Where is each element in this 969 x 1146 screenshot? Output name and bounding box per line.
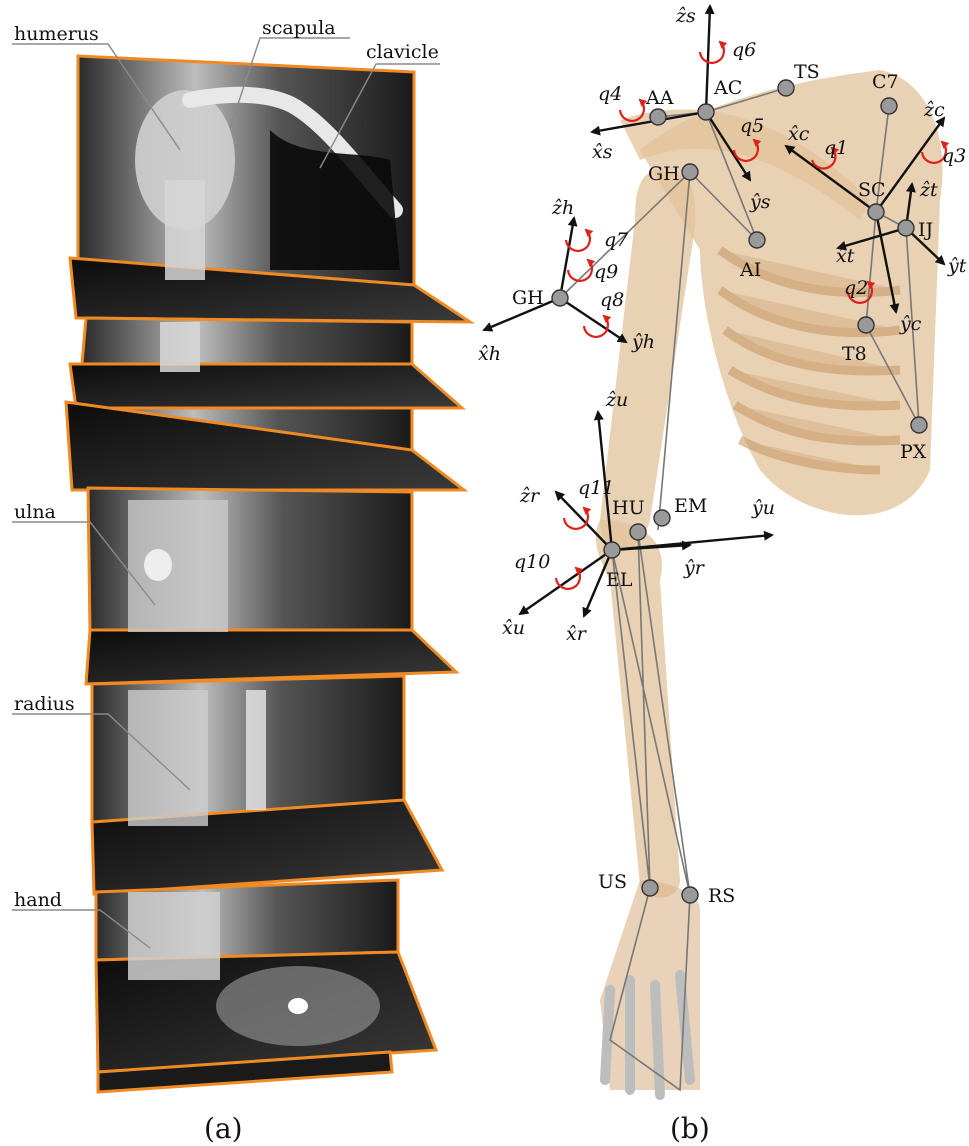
axis-yt: ŷt	[947, 255, 967, 277]
marker-RS	[682, 887, 698, 903]
label-q5: q5	[740, 115, 764, 137]
label-GH: GH	[512, 287, 544, 309]
label-GH-top: GH	[648, 163, 680, 185]
axis-zh: ẑh	[551, 197, 574, 219]
marker-EM	[654, 510, 670, 526]
label-HU: HU	[612, 497, 645, 519]
label-q8: q8	[600, 289, 624, 311]
label-EM: EM	[674, 495, 707, 517]
mri-slab-mid-arm	[66, 402, 464, 490]
label-q1: q1	[824, 137, 848, 159]
axis-xt: x̂t	[836, 245, 855, 267]
mri-slab-upper-arm	[70, 318, 462, 408]
marker-GH-top	[682, 164, 698, 180]
label-q11: q11	[578, 477, 614, 499]
humerus-shaft-shape	[165, 180, 205, 280]
axis-yu: ŷu	[751, 497, 775, 519]
marker-EL	[604, 542, 620, 558]
label-AA: AA	[645, 87, 674, 109]
label-q7: q7	[604, 229, 629, 251]
mri-slab-forearm	[92, 676, 442, 894]
panel-a: humerus scapula clavicle ulna radius han…	[12, 17, 470, 1145]
marker-T8	[858, 317, 874, 333]
label-q2: q2	[844, 277, 868, 299]
label-AI: AI	[739, 259, 761, 281]
label-q4: q4	[598, 83, 622, 105]
label-T8: T8	[842, 343, 867, 365]
caption-b: (b)	[670, 1112, 710, 1145]
label-q9: q9	[594, 261, 618, 283]
mri-slab-hand	[96, 880, 436, 1072]
label-AC: AC	[713, 77, 742, 99]
axis-zs: ẑs	[675, 5, 696, 27]
mri-slab-elbow	[86, 488, 456, 684]
axis-zc: ẑc	[923, 99, 945, 121]
q10-rotation-arrow	[556, 568, 580, 589]
marker-GH	[552, 290, 568, 306]
label-scapula: scapula	[262, 17, 336, 39]
label-ulna: ulna	[14, 501, 56, 523]
axis-zr: ẑr	[519, 485, 541, 507]
mri-slab-shoulder	[70, 56, 470, 322]
label-q10: q10	[514, 551, 550, 573]
label-hand: hand	[14, 889, 62, 911]
marker-AC	[698, 104, 714, 120]
marker-AI	[749, 232, 765, 248]
caption-a: (a)	[204, 1112, 243, 1145]
label-US: US	[598, 871, 627, 893]
axis-xu: x̂u	[502, 617, 525, 639]
label-q3: q3	[942, 145, 966, 167]
label-C7: C7	[872, 71, 899, 93]
axis-xs: x̂s	[592, 141, 613, 163]
label-clavicle: clavicle	[366, 41, 439, 63]
label-q6: q6	[732, 39, 756, 61]
q6-rotation-arrow	[700, 42, 724, 63]
label-radius: radius	[14, 693, 75, 715]
axis-zu: ẑu	[605, 389, 628, 411]
skeleton-silhouette	[596, 70, 943, 1095]
axis-xc: x̂c	[788, 123, 810, 145]
label-PX: PX	[900, 441, 927, 463]
axis-ys: ŷs	[749, 191, 771, 213]
label-humerus: humerus	[14, 23, 99, 45]
axis-yc: ŷc	[899, 313, 922, 335]
axis-yr: ŷr	[683, 557, 706, 579]
axis-xr: x̂r	[566, 623, 588, 645]
marker-C7	[881, 98, 897, 114]
marker-AA	[650, 109, 666, 125]
marker-HU	[630, 524, 646, 540]
label-TS: TS	[794, 61, 820, 83]
axis-yh: ŷh	[631, 331, 655, 353]
marker-PX	[911, 417, 927, 433]
label-SC: SC	[858, 179, 886, 201]
axis-xh: x̂h	[478, 343, 501, 365]
label-EL: EL	[606, 569, 633, 591]
label-RS: RS	[708, 885, 735, 907]
label-IJ: IJ	[918, 219, 933, 241]
panel-b: AC TS AA C7 GH SC IJ AI GH T8 PX HU EM E…	[478, 5, 967, 1145]
marker-US	[642, 880, 658, 896]
axis-zt: ẑt	[919, 179, 938, 201]
marker-TS	[778, 80, 794, 96]
marker-SC	[868, 204, 884, 220]
marker-IJ	[898, 220, 914, 236]
